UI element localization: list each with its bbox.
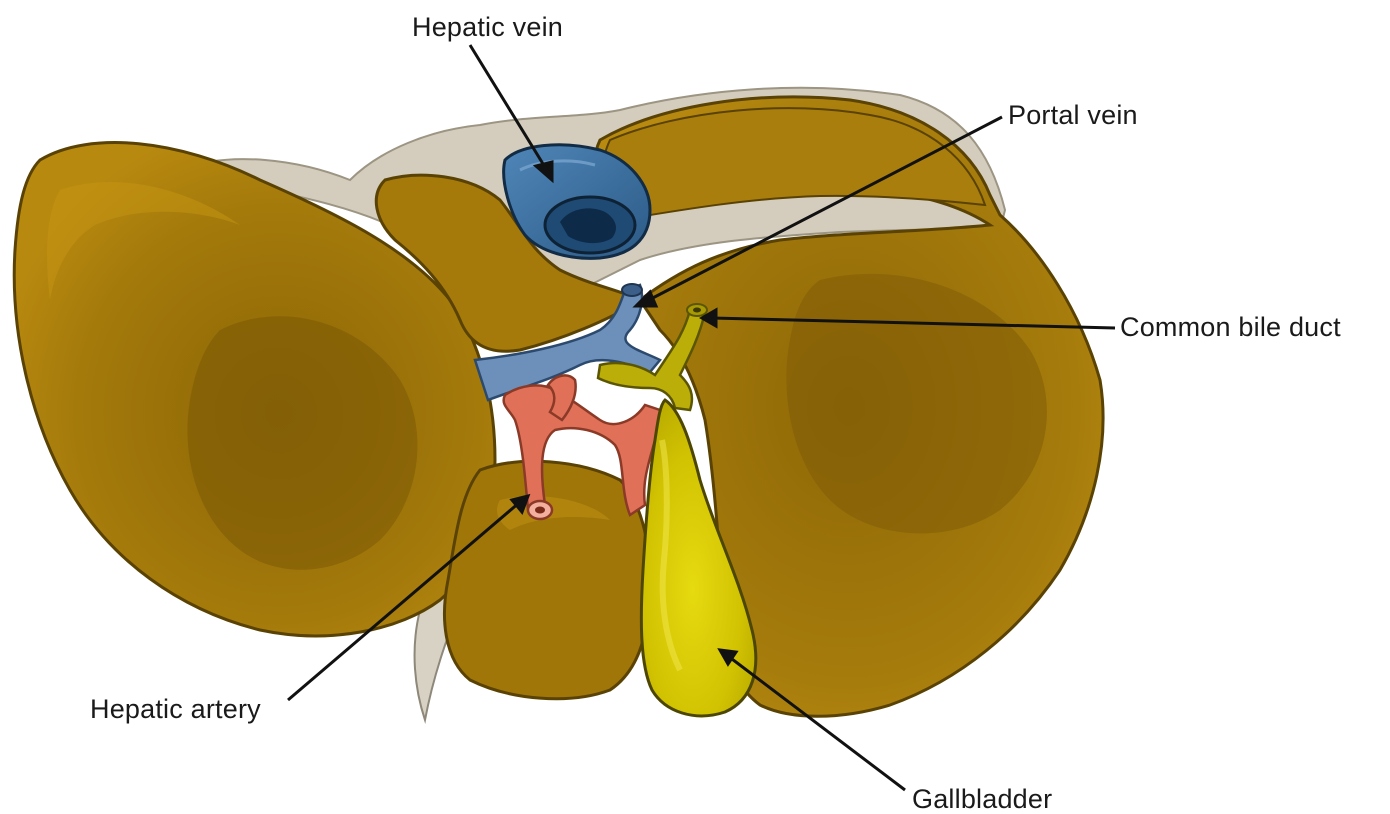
common-bile-duct-label: Common bile duct xyxy=(1120,314,1341,341)
portal-vein-label: Portal vein xyxy=(1008,102,1138,129)
gallbladder-label: Gallbladder xyxy=(912,786,1052,813)
hepatic-vein-label: Hepatic vein xyxy=(412,14,563,41)
hepatic-artery-label: Hepatic artery xyxy=(90,696,261,723)
